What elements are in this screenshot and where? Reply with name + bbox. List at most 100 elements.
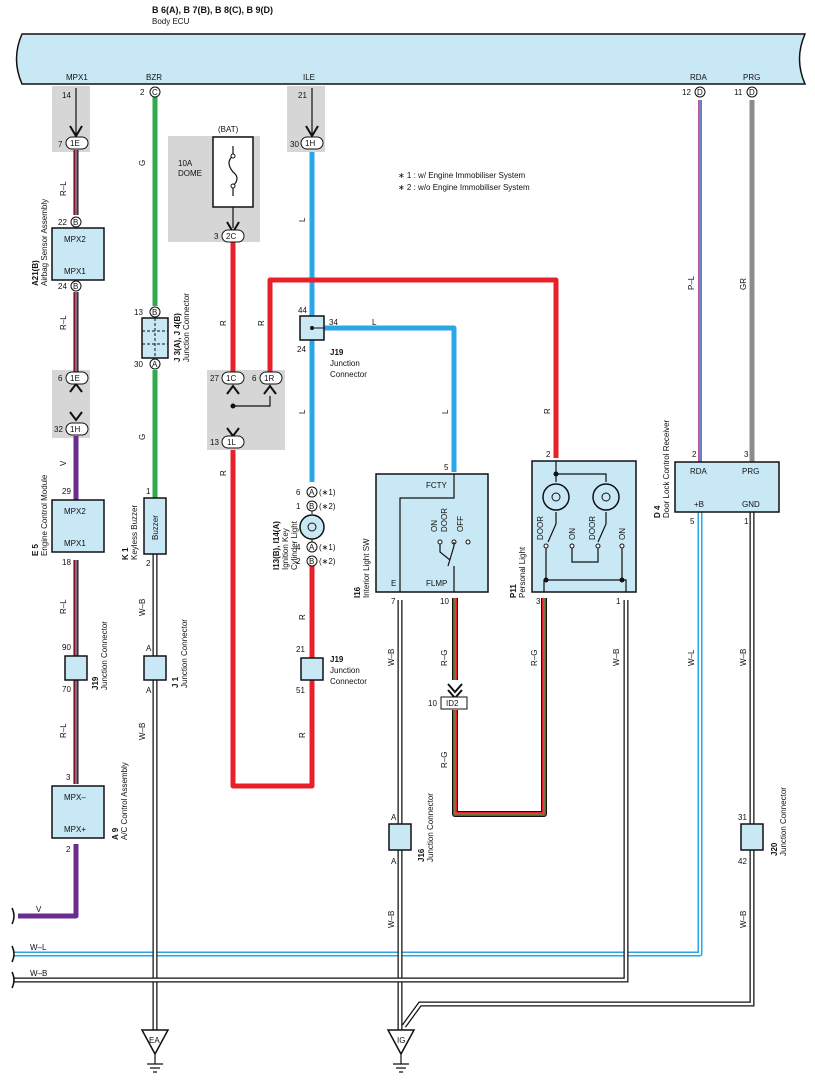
wire-color-label: L bbox=[298, 217, 307, 222]
box-label: +B bbox=[694, 500, 704, 509]
wire-color-label: R bbox=[298, 732, 307, 738]
pin-number: 31 bbox=[738, 813, 747, 822]
pin-number: 22 bbox=[58, 218, 67, 227]
wire-color-label: W–B bbox=[30, 969, 47, 978]
fuse-terminal bbox=[230, 183, 236, 189]
pin-number: 1 bbox=[296, 502, 301, 511]
component-code: K 1 bbox=[121, 547, 130, 560]
variant-note: (∗2) bbox=[319, 502, 336, 511]
connector-pin-label: A bbox=[152, 360, 158, 369]
pin-number: 32 bbox=[54, 425, 63, 434]
variant-note: (∗1) bbox=[319, 543, 336, 552]
wire-color-label: W–B bbox=[387, 649, 396, 666]
pin-number: 51 bbox=[296, 686, 305, 695]
fuse-rating: 10A bbox=[178, 159, 193, 168]
wire-color-label: R bbox=[298, 614, 307, 620]
variant-note: (∗2) bbox=[319, 557, 336, 566]
switch-contact bbox=[595, 543, 601, 549]
pin-number: 6 bbox=[296, 488, 301, 497]
pin-number: 1 bbox=[744, 517, 749, 526]
splice-link bbox=[233, 396, 271, 407]
pin-number: 11 bbox=[734, 88, 743, 97]
component-name: Ignition Key bbox=[281, 528, 290, 570]
connector-pin bbox=[306, 555, 318, 567]
connector-badge bbox=[65, 371, 89, 385]
wire-color-label: W–B bbox=[739, 911, 748, 928]
pin-number: A bbox=[391, 857, 397, 866]
switch-contact bbox=[437, 539, 443, 545]
wire-w-l bbox=[14, 512, 703, 957]
pin-number: A bbox=[146, 644, 152, 653]
box-label: PRG bbox=[742, 467, 759, 476]
connector-badge-label: 1E bbox=[70, 374, 80, 383]
pin-number: 6 bbox=[58, 374, 63, 383]
pin-number: 21 bbox=[298, 91, 307, 100]
connector-pin-label: A bbox=[309, 543, 315, 552]
ground-icon bbox=[147, 1054, 163, 1073]
pin-number: 7 bbox=[391, 597, 396, 606]
pin-number: 70 bbox=[62, 685, 71, 694]
switch-position: DOOR bbox=[440, 508, 449, 532]
wire-l bbox=[324, 325, 457, 472]
lamp-filament bbox=[551, 492, 561, 502]
pin-ile: ILE bbox=[303, 73, 315, 82]
interior-light-switch-box bbox=[375, 473, 489, 593]
fuse-icon bbox=[228, 146, 238, 196]
splice-point bbox=[553, 471, 559, 477]
component-code: E 5 bbox=[31, 543, 40, 556]
connector-pin bbox=[149, 86, 161, 98]
wire-color-label: R–G bbox=[440, 650, 449, 666]
switch-contact bbox=[543, 543, 549, 549]
pin-number: 5 bbox=[690, 517, 695, 526]
connector-id2 bbox=[440, 696, 468, 710]
box-label: MPX1 bbox=[64, 267, 86, 276]
pin-number: 3 bbox=[536, 597, 541, 606]
pin-number: 2 bbox=[140, 88, 145, 97]
keyless-buzzer-box bbox=[143, 497, 167, 555]
connector-badge bbox=[65, 136, 89, 150]
splice-point bbox=[230, 403, 236, 409]
component-name: Junction Connector bbox=[100, 621, 109, 690]
box-label: FLMP bbox=[426, 579, 447, 588]
pin-number: 30 bbox=[134, 360, 143, 369]
connector-arrow bbox=[447, 683, 463, 700]
ecm-box bbox=[51, 499, 105, 553]
wire-color-label: P–L bbox=[687, 275, 696, 290]
variant-note-1: ∗ 1 : w/ Engine Immobiliser System bbox=[398, 171, 526, 180]
component-name: Keyless Buzzer bbox=[130, 505, 139, 560]
pin-number: 34 bbox=[329, 318, 338, 327]
connector-badge bbox=[259, 371, 283, 385]
pin-number: 7 bbox=[58, 140, 63, 149]
pin-prg: PRG bbox=[743, 73, 760, 82]
fuse-terminal bbox=[230, 153, 236, 159]
component-code: J19 bbox=[91, 676, 100, 690]
component-name: Cylinder Light bbox=[290, 520, 299, 570]
pin-number: 27 bbox=[210, 374, 219, 383]
connector-badge-label: 1H bbox=[70, 425, 80, 434]
component-name: Junction Connector bbox=[779, 787, 788, 856]
wire-color-label: W–B bbox=[739, 649, 748, 666]
junction-grid bbox=[142, 318, 168, 358]
switch-position: DOOR bbox=[588, 516, 597, 540]
wire-color-label: R bbox=[543, 408, 552, 414]
box-label: MPX1 bbox=[64, 539, 86, 548]
pin-number: 1 bbox=[616, 597, 621, 606]
switch-contact bbox=[619, 543, 625, 549]
pin-number: 3 bbox=[214, 232, 219, 241]
switch-position: DOOR bbox=[536, 516, 545, 540]
switch-position: OFF bbox=[456, 516, 465, 532]
pin-number: 10 bbox=[428, 699, 437, 708]
variant-note-2: ∗ 2 : w/o Engine Immobiliser System bbox=[398, 183, 530, 192]
wire-color-label: GR bbox=[739, 278, 748, 290]
lamp-wiring bbox=[555, 461, 607, 524]
pin-number: 6 bbox=[252, 374, 257, 383]
door-lock-receiver-box bbox=[674, 461, 780, 513]
connector-pin-label: D bbox=[749, 88, 755, 97]
bulb-icon bbox=[299, 514, 325, 540]
connector-badge-label: 1C bbox=[226, 374, 236, 383]
pin-number: 13 bbox=[134, 308, 143, 317]
wire-color-label: W–B bbox=[387, 911, 396, 928]
connector-pin-label: B bbox=[152, 308, 157, 317]
component-code: J 1 bbox=[171, 676, 180, 688]
ecu-connector-label: B 6(A), B 7(B), B 8(C), B 9(D) bbox=[152, 5, 273, 15]
